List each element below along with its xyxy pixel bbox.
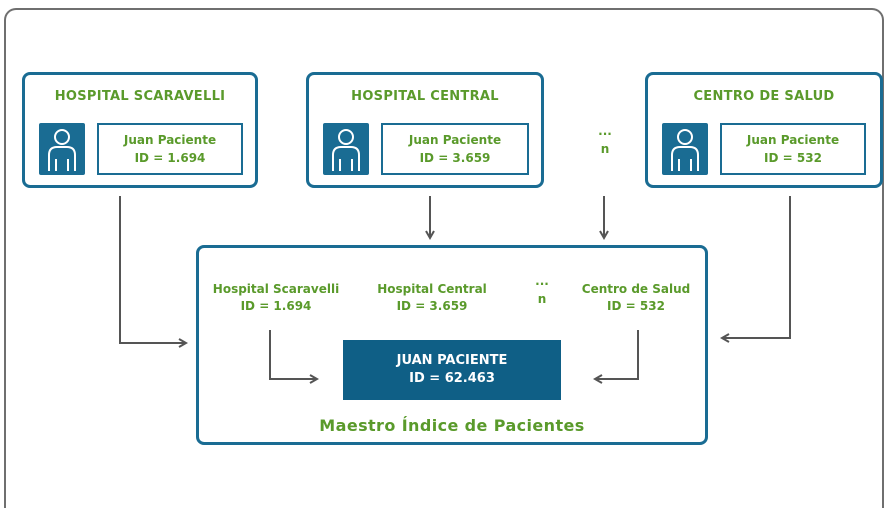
top-ellipsis: ... n xyxy=(585,124,625,156)
patient-id-box: Juan Paciente ID = 3.659 xyxy=(381,123,529,175)
ellipsis-dots: ... xyxy=(598,124,612,138)
patient-id-box: Juan Paciente ID = 532 xyxy=(720,123,866,175)
centro-de-salud-card: CENTRO DE SALUD Juan Paciente ID = 532 xyxy=(645,72,883,188)
person-icon xyxy=(662,123,708,175)
arrow-scaravelli-to-master xyxy=(119,196,186,343)
patient-id: ID = 532 xyxy=(764,151,822,165)
ellipsis-dots: ... xyxy=(535,274,549,288)
hospital-scaravelli-card: HOSPITAL SCARAVELLI Juan Paciente ID = 1… xyxy=(22,72,258,188)
hospital-title: CENTRO DE SALUD xyxy=(693,89,835,104)
entry-name: Centro de Salud xyxy=(581,282,691,296)
hospital-central-card: HOSPITAL CENTRAL Juan Paciente ID = 3.65… xyxy=(306,72,544,188)
master-patient-box: JUAN PACIENTE ID = 62.463 xyxy=(343,340,561,400)
patient-id: ID = 1.694 xyxy=(134,151,206,165)
person-icon xyxy=(323,123,369,175)
patient-name: Juan Paciente xyxy=(123,133,217,147)
person-icon xyxy=(39,123,85,175)
outer-frame xyxy=(4,8,884,508)
arrow-centro-to-master xyxy=(722,196,791,338)
entry-id: ID = 532 xyxy=(607,299,665,313)
patient-id: ID = 3.659 xyxy=(419,151,491,165)
master-index-title: Maestro Índice de Pacientes xyxy=(319,416,585,435)
entry-id: ID = 3.659 xyxy=(396,299,468,313)
hospital-title: HOSPITAL SCARAVELLI xyxy=(54,89,226,104)
arrow-centro-entry-to-patient xyxy=(595,330,639,379)
ellipsis-n: n xyxy=(537,292,547,306)
master-entry-central: Hospital Central ID = 3.659 xyxy=(362,281,502,315)
master-patient-id: ID = 62.463 xyxy=(409,371,495,386)
arrow-scaravelli-entry-to-patient xyxy=(269,330,317,379)
entry-id: ID = 1.694 xyxy=(240,299,312,313)
hospital-title: HOSPITAL CENTRAL xyxy=(351,89,499,104)
entry-name: Hospital Central xyxy=(377,282,487,296)
master-patient-name: JUAN PACIENTE xyxy=(396,353,508,368)
patient-id-box: Juan Paciente ID = 1.694 xyxy=(97,123,243,175)
patient-name: Juan Paciente xyxy=(408,133,502,147)
master-ellipsis: ... n xyxy=(522,274,562,306)
ellipsis-n: n xyxy=(600,142,610,156)
entry-name: Hospital Scaravelli xyxy=(212,282,340,296)
patient-name: Juan Paciente xyxy=(746,133,840,147)
master-entry-centro: Centro de Salud ID = 532 xyxy=(570,281,702,315)
master-entry-scaravelli: Hospital Scaravelli ID = 1.694 xyxy=(206,281,346,315)
